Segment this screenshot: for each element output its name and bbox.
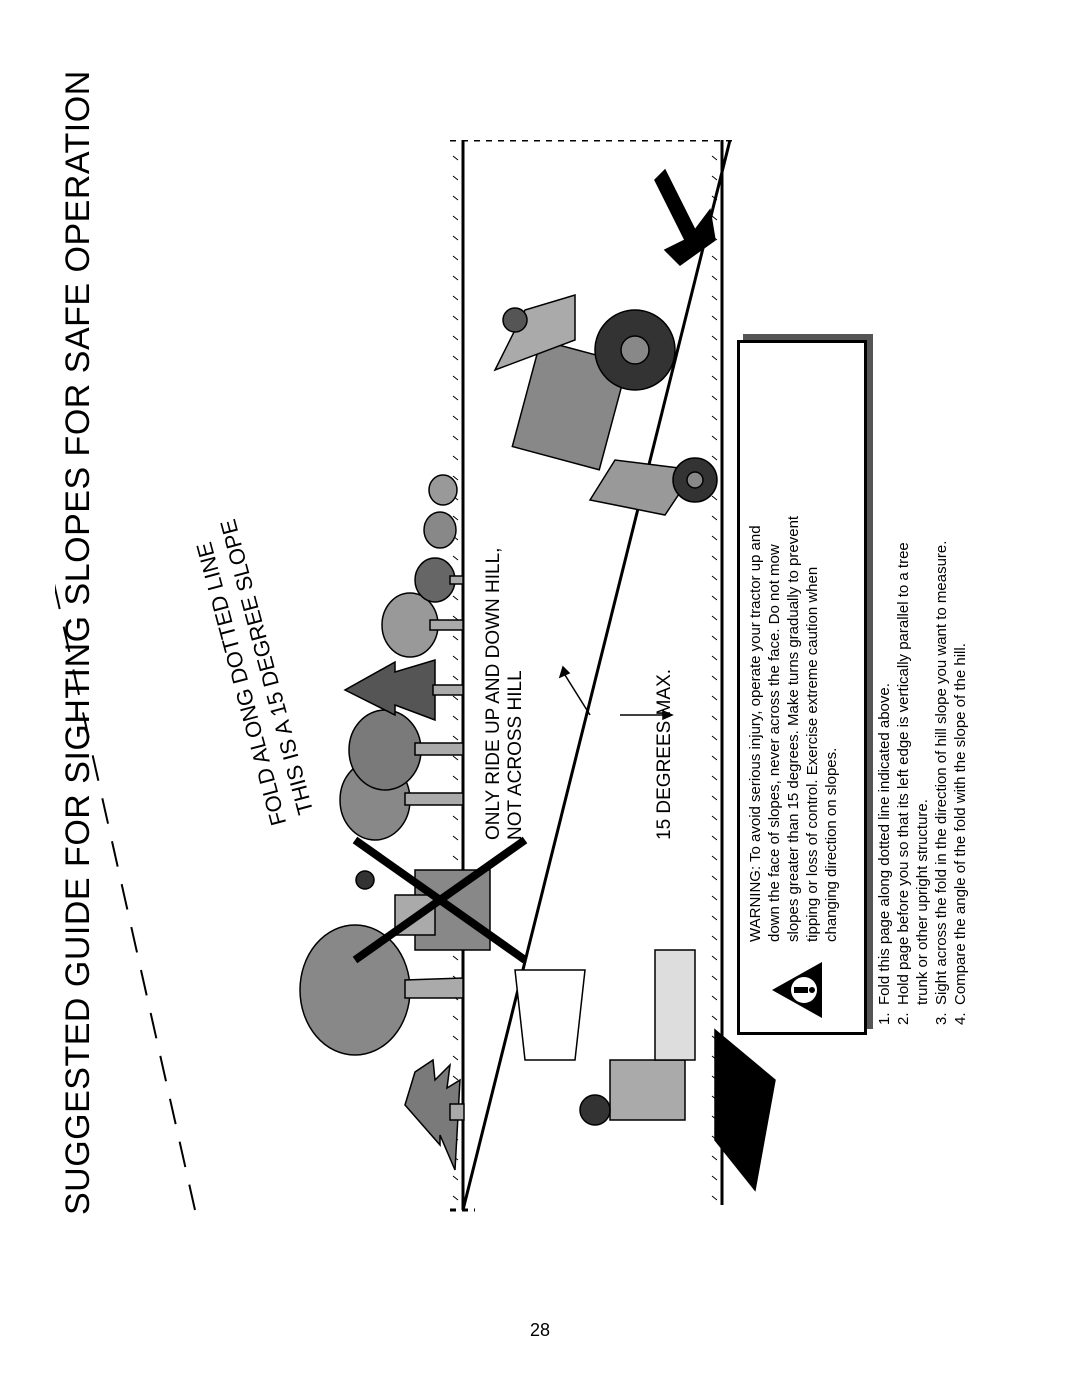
round-tree-icon	[428, 474, 458, 506]
ride-direction-label: ONLY RIDE UP AND DOWN HILL, NOT ACROSS H…	[483, 548, 527, 840]
instruction-item: 2. Hold page before you so that its left…	[895, 542, 931, 1025]
instruction-item: 3. Sight across the fold in the directio…	[933, 540, 950, 1025]
warning-box: WARNING: To avoid serious injury, operat…	[737, 340, 867, 1035]
dotted-fold-line	[55, 140, 196, 1211]
slope-ground-line	[461, 140, 732, 1211]
warning-triangle-icon	[772, 962, 822, 1018]
pine-tree-icon	[343, 658, 436, 722]
instruction-item: 1. Fold this page along dotted line indi…	[876, 683, 893, 1025]
folded-page-icon	[514, 969, 586, 1061]
round-tree-icon	[423, 511, 457, 549]
slope-illustration	[55, 140, 776, 1212]
pine-tree-icon	[404, 1058, 461, 1171]
tractor-across-hill	[352, 836, 528, 964]
tractor-up-slope	[493, 168, 718, 516]
rotated-guide-sheet: SUGGESTED GUIDE FOR SIGHTING SLOPES FOR …	[55, 70, 969, 1260]
round-tree-icon	[348, 709, 422, 791]
uphill-arrow-icon	[654, 168, 716, 266]
instruction-item: 4. Compare the angle of the fold with th…	[952, 643, 969, 1025]
max-degrees-label: 15 DEGREES MAX.	[654, 668, 675, 840]
ride-label-line1: ONLY RIDE UP AND DOWN HILL,	[483, 547, 504, 840]
degree-arrows	[558, 665, 674, 721]
round-tree-icon	[299, 924, 411, 1056]
instruction-list: 1. Fold this page along dotted line indi…	[875, 145, 970, 1025]
page-number: 28	[529, 1320, 551, 1340]
warning-line: tipping or loss of control. Exercise ext…	[804, 566, 821, 942]
ride-label-line2: NOT ACROSS HILL	[505, 670, 526, 840]
warning-line: changing direction on slopes.	[823, 747, 840, 942]
warning-line: slopes greater than 15 degrees. Make tur…	[785, 515, 802, 942]
warning-line: WARNING: To avoid serious injury, operat…	[747, 525, 764, 942]
person-sighting-slope	[514, 949, 776, 1192]
tree-row	[299, 474, 465, 1171]
round-tree-icon	[414, 557, 456, 603]
warning-line: down the face of slopes, never across th…	[766, 544, 783, 942]
warning-text: WARNING: To avoid serious injury, operat…	[746, 347, 841, 942]
